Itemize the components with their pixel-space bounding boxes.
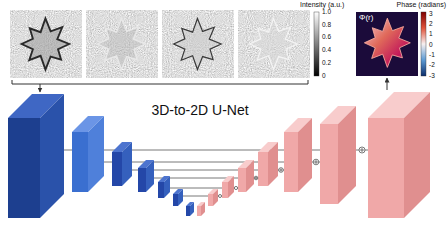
tick-label: 0.4 — [322, 47, 331, 54]
object-shape — [22, 19, 70, 70]
object-shape — [174, 19, 222, 70]
tick-label: -3 — [429, 73, 435, 80]
bracket — [12, 80, 308, 84]
phase-image — [356, 12, 418, 76]
tick-label: -2 — [429, 62, 435, 69]
tick-label: 1 — [429, 31, 433, 38]
tick-label: 0 — [322, 73, 326, 80]
phase-object — [364, 18, 410, 67]
intensity-images — [10, 10, 310, 78]
input-arrow — [40, 84, 41, 92]
tick-label: 0.2 — [322, 60, 331, 67]
tick-label: 0.8 — [322, 22, 331, 29]
noise-image — [238, 10, 310, 78]
output-arrow — [387, 78, 388, 90]
tick-label: -1 — [429, 52, 435, 59]
tick-label: 1.0 — [322, 9, 331, 16]
colorbar-title: Phase (radians) — [397, 1, 446, 8]
concat-symbols — [219, 147, 366, 198]
noise-image — [10, 10, 82, 78]
tick-label: 2 — [429, 21, 433, 28]
panel-label: Φ(r) — [359, 14, 373, 22]
network-title: 3D-to-2D U-Net — [151, 103, 248, 117]
noise-image — [86, 10, 158, 78]
intensity-colorbar — [314, 12, 319, 76]
phase-colorbar — [421, 12, 426, 76]
tick-label: 3 — [429, 11, 433, 18]
tick-label: 0 — [429, 42, 433, 49]
tick-label: 0.6 — [322, 34, 331, 41]
colorbar-title: Intensity (a.u.) — [300, 1, 344, 8]
object-shape — [98, 19, 146, 70]
object-shape — [250, 19, 298, 70]
noise-image — [162, 10, 234, 78]
